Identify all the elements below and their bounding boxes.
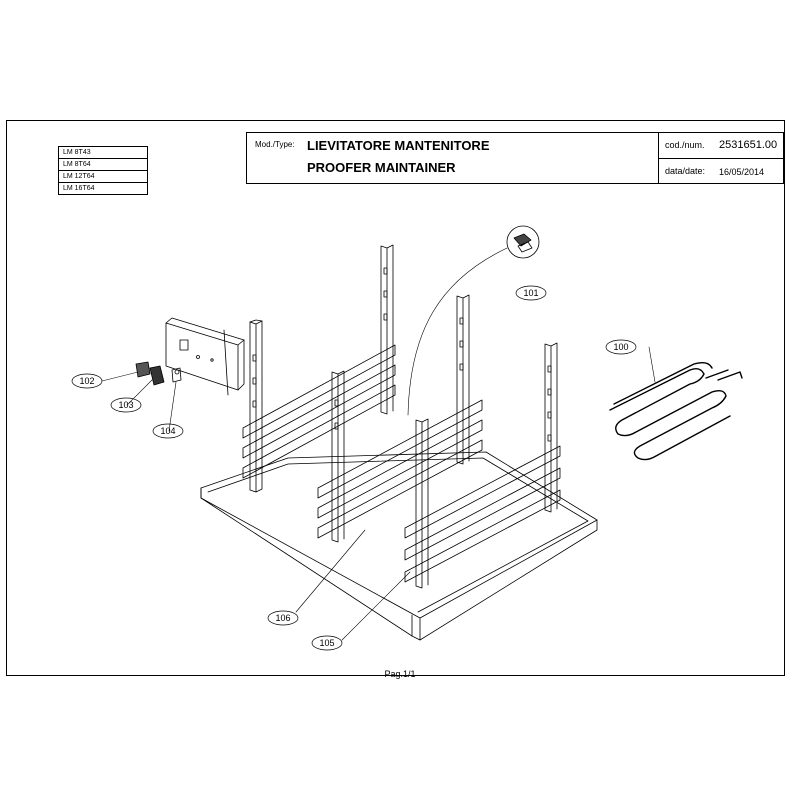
drawing-sheet-border	[6, 120, 785, 676]
callout-label: 102	[79, 376, 94, 386]
date-label: data/date:	[665, 166, 706, 176]
callout-label: 100	[613, 342, 628, 352]
rack-left	[242, 244, 396, 543]
bracket-part-101	[506, 225, 540, 259]
model-list-table: LM 8T43 LM 8T64 LM 12T64 LM 16T64	[58, 146, 148, 195]
callout-label: 103	[118, 400, 133, 410]
callout-label: 106	[275, 613, 290, 623]
code-label: cod./num.	[665, 140, 705, 150]
base-plate	[200, 451, 598, 641]
title-block: Mod./Type: LIEVITATORE MANTENITORE PROOF…	[246, 132, 784, 184]
mod-type-label: Mod./Type:	[255, 140, 295, 149]
heating-element	[609, 361, 743, 461]
control-panel	[165, 317, 245, 396]
callout-label: 104	[160, 426, 175, 436]
callout-label: 101	[523, 288, 538, 298]
callouts: 100 101 102 103 104 105 106	[71, 285, 637, 651]
leader-lines	[101, 247, 656, 641]
title-english: PROOFER MAINTAINER	[307, 160, 456, 175]
title-italian: LIEVITATORE MANTENITORE	[307, 138, 490, 153]
switch-components	[135, 361, 182, 386]
page-number: Pag.1/1	[384, 669, 416, 679]
callout-label: 105	[319, 638, 334, 648]
code-value: 2531651.00	[719, 139, 778, 151]
rack-middle	[317, 294, 483, 539]
title-block-hline	[658, 158, 784, 159]
date-value: 16/05/2014	[719, 167, 765, 177]
model-row: LM 16T64	[58, 182, 148, 195]
model-cell: LM 16T64	[58, 182, 148, 195]
rack-right	[404, 342, 561, 589]
